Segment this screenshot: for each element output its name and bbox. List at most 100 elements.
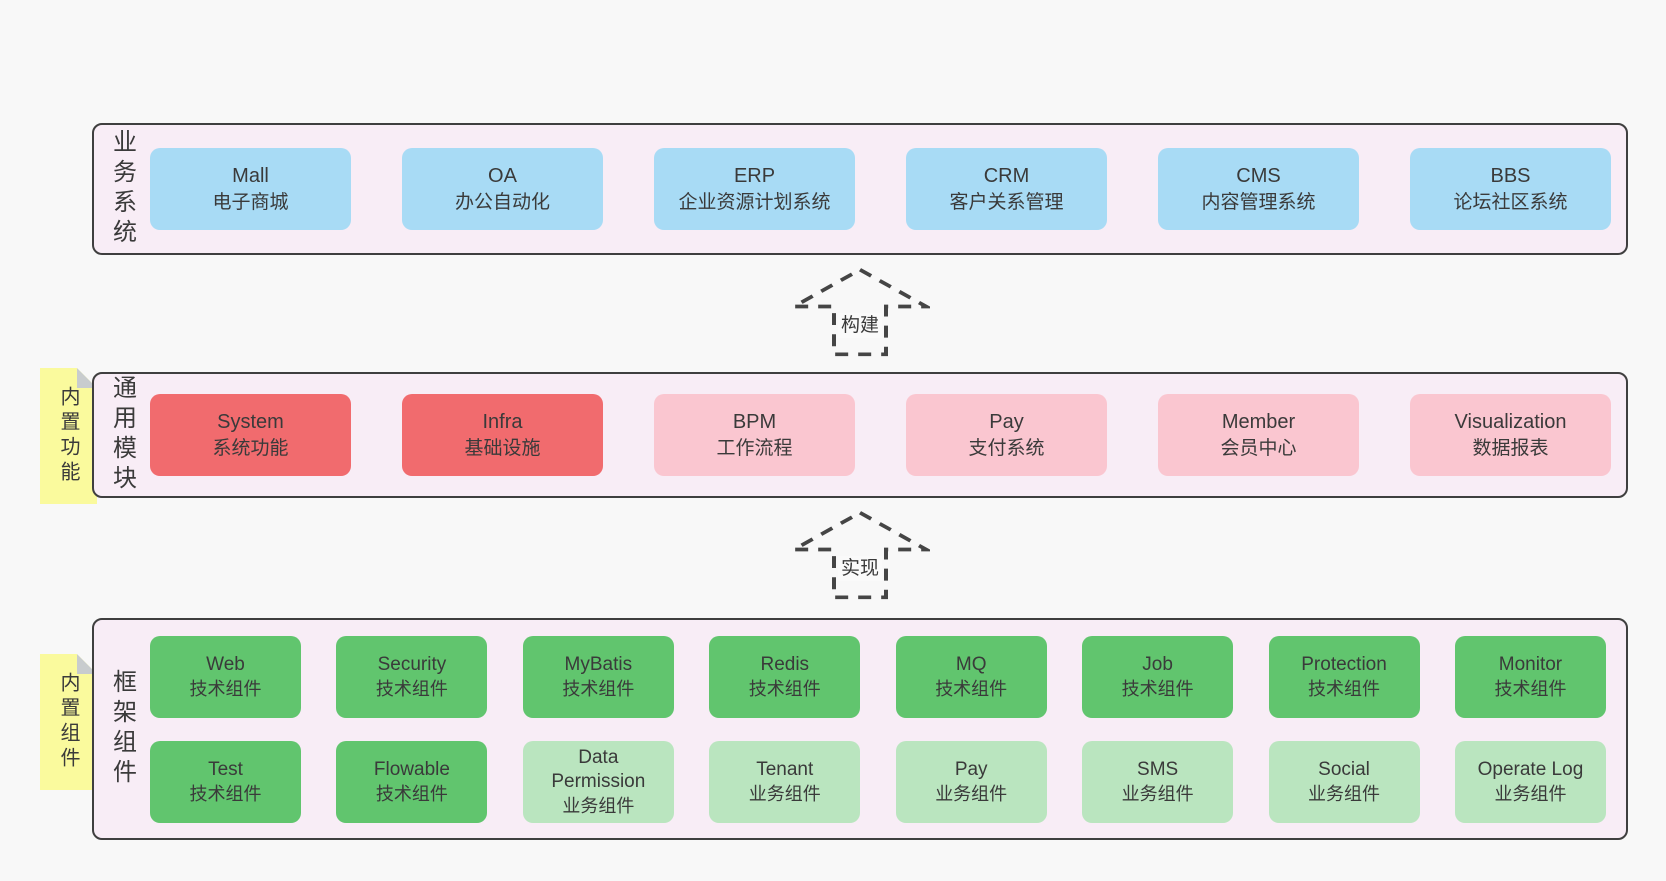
- arrow-implement: 实现: [790, 509, 930, 601]
- box-pay-component: Pay 业务组件: [895, 740, 1047, 823]
- box-mq: MQ 技术组件: [895, 635, 1047, 718]
- box-cms: CMS 内容管理系统: [1158, 148, 1359, 230]
- box-subtitle: 论坛社区系统: [1453, 191, 1568, 213]
- band-common-modules: 通用模块 System 系统功能 Infra 基础设施 BPM 工作流程 Pay…: [92, 372, 1628, 498]
- box-subtitle: 技术组件: [189, 783, 262, 804]
- box-title: Visualization: [1454, 410, 1567, 433]
- box-subtitle: 支付系统: [968, 437, 1045, 459]
- box-job: Job 技术组件: [1082, 635, 1234, 718]
- box-title: Job: [1142, 653, 1173, 675]
- arrow-build-label: 构建: [790, 310, 930, 338]
- box-title: Monitor: [1498, 653, 1563, 675]
- box-title: Test: [208, 758, 243, 780]
- box-title: System: [217, 410, 284, 433]
- box-title: Pay: [989, 410, 1024, 433]
- box-tenant: Tenant 业务组件: [709, 740, 861, 823]
- box-title: Data Permission: [551, 746, 646, 792]
- box-crm: CRM 客户关系管理: [906, 148, 1107, 230]
- box-subtitle: 技术组件: [935, 678, 1008, 699]
- box-protection: Protection 技术组件: [1268, 635, 1420, 718]
- box-bpm: BPM 工作流程: [654, 394, 855, 476]
- box-subtitle: 基础设施: [464, 437, 541, 459]
- box-title: ERP: [733, 164, 776, 187]
- band-label-wrap: 业务系统: [94, 125, 150, 253]
- box-subtitle: 业务组件: [1121, 783, 1194, 804]
- box-title: Security: [377, 653, 447, 675]
- box-title: MyBatis: [564, 653, 633, 675]
- box-title: Mall: [232, 164, 269, 187]
- box-test: Test 技术组件: [150, 740, 301, 823]
- box-subtitle: 客户关系管理: [949, 191, 1064, 213]
- band-business-systems: 业务系统 Mall 电子商城 OA 办公自动化 ERP 企业资源计划系统 CRM…: [92, 123, 1628, 255]
- box-monitor: Monitor 技术组件: [1454, 635, 1606, 718]
- arrow-label-text: 构建: [837, 313, 882, 338]
- box-subtitle: 业务组件: [748, 783, 821, 804]
- box-title: CRM: [983, 164, 1030, 187]
- box-title: Pay: [954, 758, 988, 780]
- band-framework-components: 框架组件 Web 技术组件 Security 技术组件 MyBatis 技术组件…: [92, 618, 1628, 840]
- component-row-2: Test 技术组件 Flowable 技术组件 Data Permission …: [150, 740, 1606, 823]
- box-subtitle: 技术组件: [748, 678, 821, 699]
- box-title: CMS: [1236, 164, 1281, 187]
- box-subtitle: 数据报表: [1472, 437, 1549, 459]
- box-operate-log: Operate Log 业务组件: [1454, 740, 1606, 823]
- box-social: Social 业务组件: [1268, 740, 1420, 823]
- box-security: Security 技术组件: [336, 635, 488, 718]
- box-sms: SMS 业务组件: [1082, 740, 1234, 823]
- up-block-arrow-icon: [790, 510, 930, 600]
- box-web: Web 技术组件: [150, 635, 301, 718]
- module-boxes: System 系统功能 Infra 基础设施 BPM 工作流程 Pay 支付系统…: [150, 374, 1626, 496]
- box-title: Redis: [760, 653, 810, 675]
- box-subtitle: 技术组件: [1308, 678, 1381, 699]
- sticky-note-builtin-components: 内置组件: [40, 654, 97, 790]
- arrow-implement-label: 实现: [790, 553, 930, 581]
- arrow-build: 构建: [790, 266, 930, 358]
- box-bbs: BBS 论坛社区系统: [1410, 148, 1611, 230]
- box-infra: Infra 基础设施: [402, 394, 603, 476]
- component-row-1: Web 技术组件 Security 技术组件 MyBatis 技术组件 Redi…: [150, 635, 1606, 718]
- box-flowable: Flowable 技术组件: [336, 740, 488, 823]
- box-subtitle: 办公自动化: [454, 191, 550, 213]
- band-business-label: 业务系统: [108, 129, 136, 249]
- business-boxes: Mall 电子商城 OA 办公自动化 ERP 企业资源计划系统 CRM 客户关系…: [150, 125, 1626, 253]
- box-title: Infra: [482, 410, 523, 433]
- box-pay: Pay 支付系统: [906, 394, 1107, 476]
- box-subtitle: 系统功能: [212, 437, 289, 459]
- box-title: Social: [1318, 758, 1370, 780]
- box-oa: OA 办公自动化: [402, 148, 603, 230]
- box-subtitle: 业务组件: [1494, 783, 1567, 804]
- box-subtitle: 技术组件: [375, 783, 448, 804]
- band-modules-label: 通用模块: [108, 375, 136, 495]
- box-title: MQ: [955, 653, 987, 675]
- arrow-label-text: 实现: [837, 556, 882, 581]
- box-subtitle: 内容管理系统: [1201, 191, 1316, 213]
- up-block-arrow-icon: [790, 267, 930, 357]
- box-subtitle: 技术组件: [1121, 678, 1194, 699]
- box-title: Protection: [1301, 653, 1387, 675]
- box-subtitle: 技术组件: [562, 678, 635, 699]
- box-subtitle: 会员中心: [1220, 437, 1297, 459]
- box-member: Member 会员中心: [1158, 394, 1359, 476]
- box-subtitle: 工作流程: [716, 437, 793, 459]
- box-subtitle: 技术组件: [189, 678, 262, 699]
- box-title: OA: [488, 164, 517, 187]
- box-title: BPM: [732, 410, 777, 433]
- band-label-wrap: 通用模块: [94, 374, 150, 496]
- box-subtitle: 技术组件: [375, 678, 448, 699]
- box-erp: ERP 企业资源计划系统: [654, 148, 855, 230]
- box-title: Member: [1221, 410, 1296, 433]
- box-title: Tenant: [756, 758, 814, 780]
- sticky-note-label: 内置功能: [57, 386, 79, 486]
- box-system: System 系统功能: [150, 394, 351, 476]
- box-title: Web: [206, 653, 245, 675]
- box-title: BBS: [1490, 164, 1531, 187]
- box-title: Flowable: [373, 758, 450, 780]
- box-visualization: Visualization 数据报表: [1410, 394, 1611, 476]
- box-title: SMS: [1137, 758, 1179, 780]
- box-subtitle: 业务组件: [562, 795, 635, 816]
- box-title: Operate Log: [1477, 758, 1584, 780]
- box-redis: Redis 技术组件: [709, 635, 861, 718]
- box-subtitle: 业务组件: [1308, 783, 1381, 804]
- band-components-label: 框架组件: [108, 669, 136, 789]
